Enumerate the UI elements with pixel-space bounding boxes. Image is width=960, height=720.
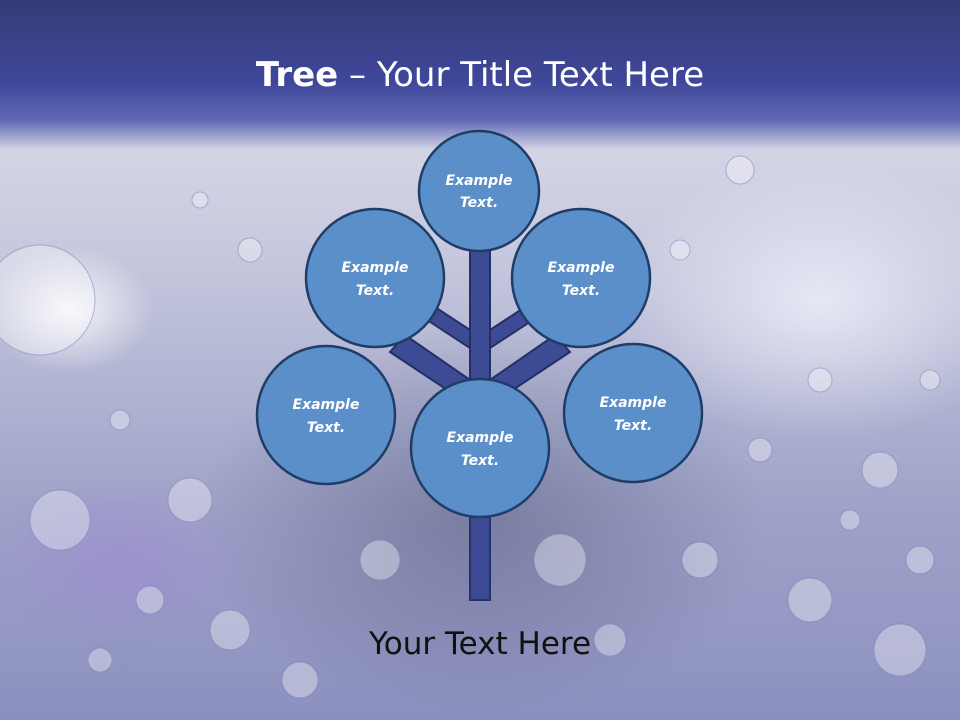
node-lower-left-line1: Example — [293, 397, 360, 413]
node-top-line1: Example — [446, 173, 513, 189]
title-bold: Tree — [255, 55, 339, 95]
node-lower-left-line2: Text. — [307, 420, 345, 436]
node-center-line1: Example — [447, 430, 514, 446]
node-lower-right[interactable]: Example Text. — [562, 342, 704, 484]
title-rest: Your Title Text Here — [376, 55, 705, 95]
node-center[interactable]: Example Text. — [409, 377, 551, 519]
node-upper-right-line2: Text. — [562, 283, 600, 299]
title-separator: – — [338, 55, 377, 95]
caption-text[interactable]: Your Text Here — [368, 626, 592, 662]
slide-title[interactable]: Tree – Your Title Text Here — [0, 52, 960, 98]
node-upper-right[interactable]: Example Text. — [510, 207, 652, 349]
node-lower-right-line2: Text. — [614, 418, 652, 434]
node-center-line2: Text. — [461, 453, 499, 469]
node-upper-left-line2: Text. — [356, 283, 394, 299]
title-bar — [0, 0, 960, 150]
node-upper-left[interactable]: Example Text. — [304, 207, 446, 349]
node-upper-right-line1: Example — [548, 260, 615, 276]
node-top[interactable]: Example Text. — [417, 129, 541, 253]
node-upper-left-line1: Example — [342, 260, 409, 276]
node-lower-left[interactable]: Example Text. — [255, 344, 397, 486]
node-lower-right-line1: Example — [600, 395, 667, 411]
node-top-line2: Text. — [460, 195, 498, 211]
